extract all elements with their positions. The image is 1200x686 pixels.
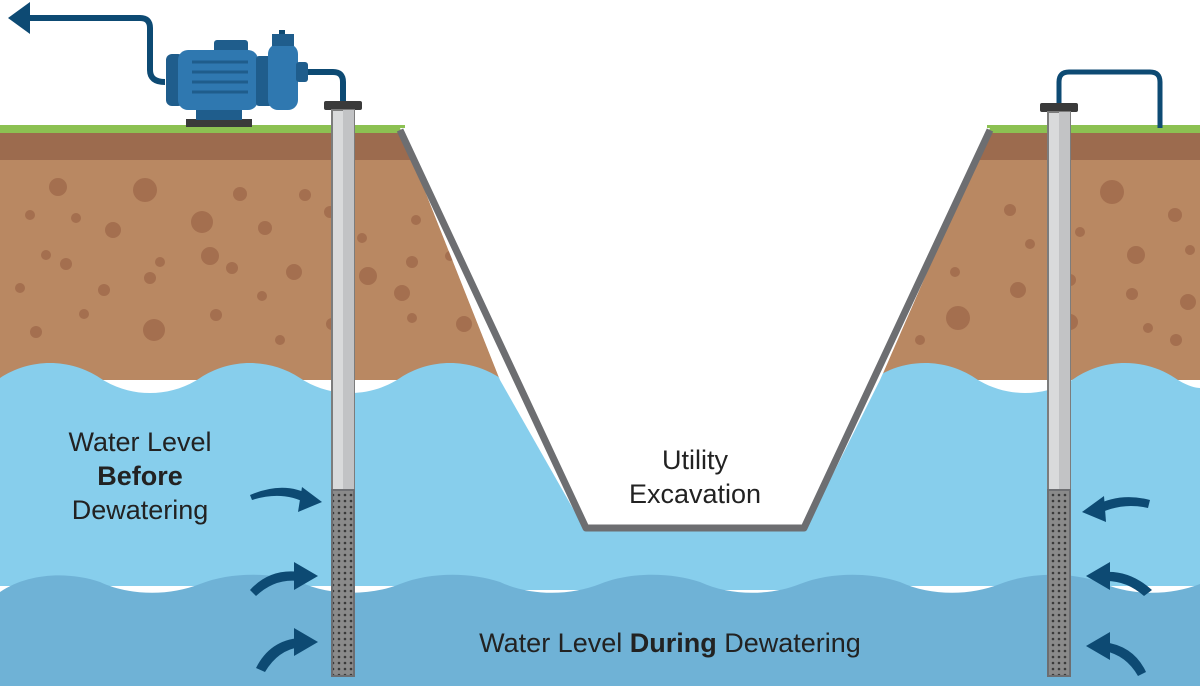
trench-edge	[396, 128, 994, 532]
label-during-post: Dewatering	[716, 628, 861, 658]
soil-left-body	[0, 128, 500, 380]
grass-left	[0, 125, 405, 133]
grass-right	[987, 125, 1200, 133]
soil-left-topsoil	[0, 128, 412, 160]
suction-pipe	[300, 69, 346, 101]
label-during-bold: During	[629, 628, 717, 658]
arrow-left-icon	[8, 2, 30, 34]
soil-right-topsoil	[978, 128, 1200, 160]
soil-left-spots	[15, 178, 472, 345]
label-before-bold: Before	[97, 461, 183, 491]
well-left	[324, 101, 362, 677]
header-pipe-right	[1056, 69, 1163, 128]
well-right-screen	[1047, 489, 1071, 677]
label-water-level-during: Water Level During Dewatering	[420, 626, 920, 660]
water-upper-left	[0, 363, 515, 586]
label-during-pre: Water Level	[479, 628, 630, 658]
label-water-level-before: Water Level Before Dewatering	[40, 425, 240, 527]
water-lower	[0, 574, 1200, 686]
flow-arrows-right	[1082, 496, 1152, 676]
discharge-pipe	[30, 15, 166, 85]
label-utility-excavation: Utility Excavation	[590, 443, 800, 511]
curved-arrow-icon	[250, 487, 322, 512]
label-excavation-line1: Utility	[662, 445, 728, 475]
well-left-casing-shade	[343, 110, 354, 490]
well-right-cap	[1040, 103, 1078, 112]
flow-arrows-left	[250, 487, 322, 672]
label-before-line1: Water Level	[68, 427, 212, 457]
soil-right-spots	[915, 180, 1196, 346]
well-left-cap	[324, 101, 362, 110]
curved-arrow-icon	[1086, 562, 1152, 596]
curved-arrow-icon	[250, 562, 318, 596]
curved-arrow-icon	[1086, 632, 1146, 676]
well-left-screen	[331, 489, 355, 677]
label-before-line3: Dewatering	[71, 495, 209, 525]
trench-void	[400, 128, 990, 528]
soil-left	[0, 125, 500, 380]
soil-right	[880, 125, 1200, 380]
curved-arrow-icon	[256, 628, 318, 672]
curved-arrow-icon	[1082, 496, 1150, 522]
well-right-casing-shade	[1059, 112, 1070, 490]
well-right	[1040, 103, 1078, 677]
pump-icon	[166, 34, 308, 127]
label-excavation-line2: Excavation	[628, 479, 762, 509]
water-upper-right	[875, 363, 1200, 586]
